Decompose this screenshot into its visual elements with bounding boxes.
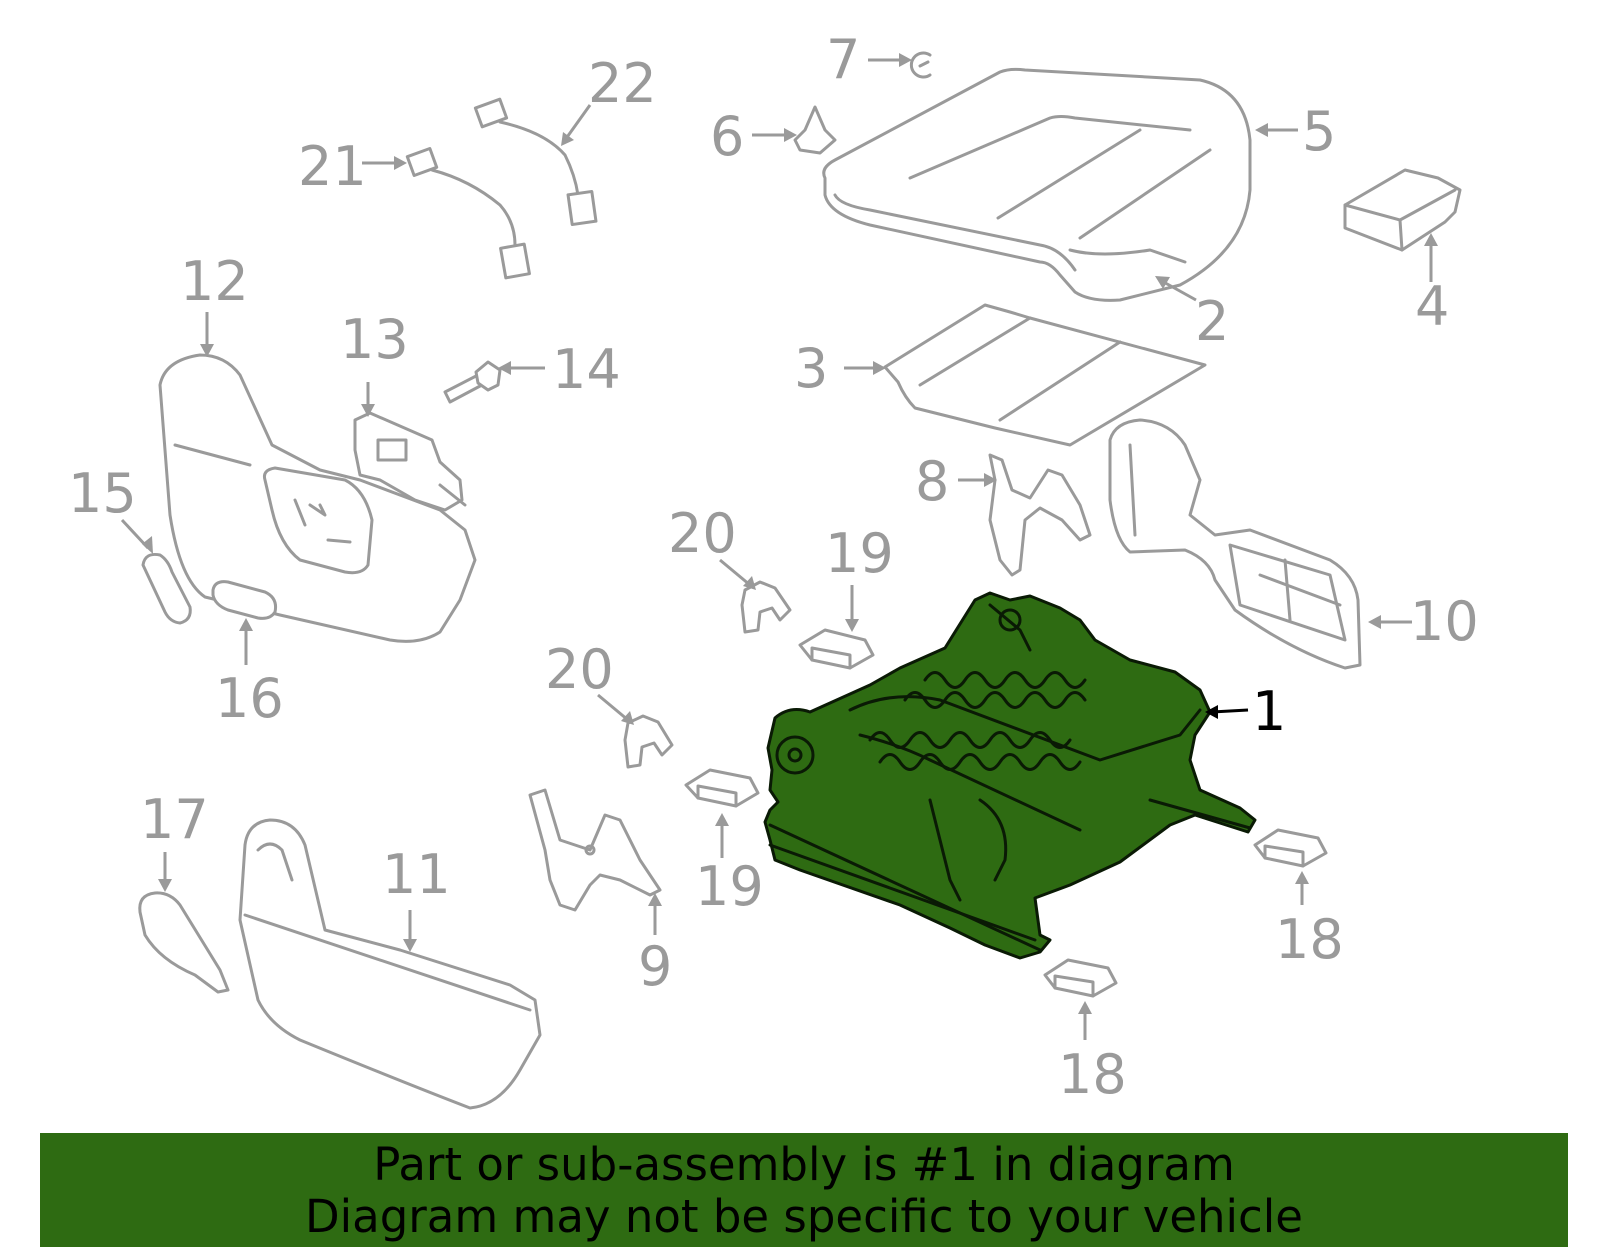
part-13-switch (353, 411, 467, 512)
part-17-knob (138, 891, 230, 994)
leader-arrows (120, 53, 1438, 1040)
part-9-bracket (528, 788, 662, 912)
part-10-cover (1108, 418, 1362, 670)
callout-9: 9 (638, 935, 672, 998)
callout-15: 15 (68, 462, 137, 525)
part-11-shield (238, 818, 542, 1110)
callout-20a: 20 (668, 502, 737, 565)
callout-20b: 20 (545, 638, 614, 701)
callout-19b: 19 (695, 855, 764, 918)
info-banner: Part or sub-assembly is #1 in diagram Di… (40, 1133, 1568, 1247)
callout-18a: 18 (1275, 908, 1344, 971)
callout-6: 6 (710, 105, 744, 168)
part-4-module (1343, 168, 1462, 252)
part-21-harness (405, 146, 531, 280)
part-20b-clip (623, 714, 674, 769)
part-15-knob (141, 553, 192, 625)
callout-8: 8 (915, 450, 949, 513)
part-19b-cap (684, 768, 760, 808)
part-1-seat-frame (763, 591, 1257, 960)
callout-17: 17 (140, 788, 209, 851)
callout-labels: 1 2 3 4 5 6 7 8 9 10 11 12 13 14 15 16 1… (68, 28, 1479, 1106)
callout-19a: 19 (825, 522, 894, 585)
banner-line-1: Part or sub-assembly is #1 in diagram (373, 1138, 1235, 1191)
part-5-cushion-cover (822, 67, 1252, 302)
part-14-bolt (443, 360, 502, 404)
part-22-harness (473, 97, 598, 227)
part-6-clip (793, 105, 837, 155)
callout-14: 14 (552, 338, 621, 401)
callout-11: 11 (382, 843, 451, 906)
part-16-knob (211, 580, 277, 620)
callout-3: 3 (794, 337, 828, 400)
callout-18b: 18 (1058, 1043, 1127, 1106)
part-20a-clip (740, 580, 792, 634)
callout-12: 12 (180, 250, 249, 313)
part-3-pad (883, 303, 1207, 447)
callout-2: 2 (1195, 290, 1229, 353)
part-7-ring (909, 51, 932, 79)
part-18a-cap (1253, 828, 1328, 868)
callout-22: 22 (588, 52, 657, 115)
part-18b-cap (1043, 958, 1118, 998)
callout-16: 16 (215, 667, 284, 730)
callout-21: 21 (298, 135, 367, 198)
callout-7: 7 (826, 28, 860, 91)
part-12-shield (158, 353, 477, 643)
callout-5: 5 (1302, 100, 1336, 163)
part-19a-cap (798, 628, 875, 670)
banner-line-2: Diagram may not be specific to your vehi… (305, 1190, 1303, 1243)
callout-13: 13 (340, 308, 409, 371)
callout-10: 10 (1410, 590, 1479, 653)
callout-1: 1 (1252, 680, 1286, 743)
callout-4: 4 (1415, 275, 1449, 338)
part-8-bracket (988, 453, 1092, 577)
